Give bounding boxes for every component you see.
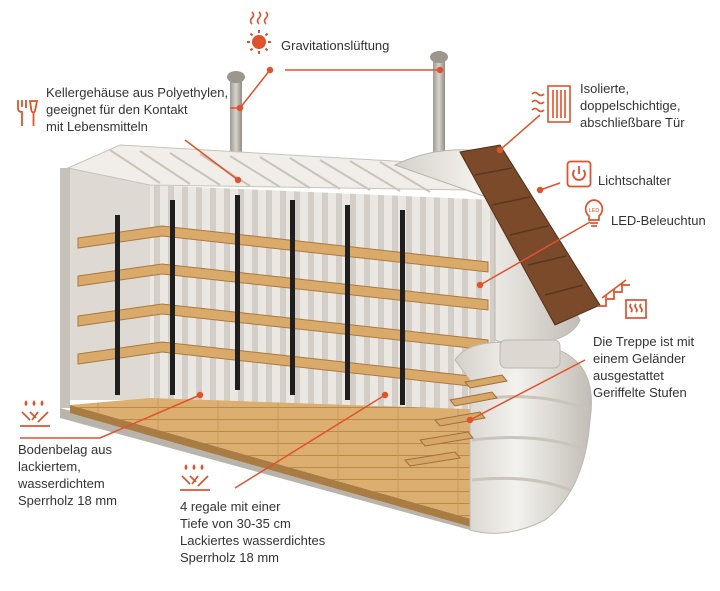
label-floor-line-3: wasserdichtem xyxy=(18,476,105,491)
sun-heat-icon xyxy=(247,11,271,54)
label-housing-line-2: geeignet für den Kontakt xyxy=(46,102,188,117)
label-door-line-2: doppelschichtige, xyxy=(580,98,681,113)
label-switch: Lichtschalter xyxy=(598,173,671,188)
door-roof xyxy=(459,144,601,326)
label-shelves-line-4: Sperrholz 18 mm xyxy=(180,550,279,565)
label-housing-line-1: Kellergehäuse aus Polyethylen, xyxy=(46,85,229,100)
svg-text:LED: LED xyxy=(589,208,600,214)
label-floor: Bodenbelag aus lackiertem, wasserdichtem… xyxy=(18,441,117,509)
label-stairs-line-4: Geriffelte Stufen xyxy=(593,385,687,400)
vent-pipe-right xyxy=(430,51,448,168)
label-shelves-line-2: Tiefe von 30-35 cm xyxy=(180,516,291,531)
staircase xyxy=(404,374,508,467)
label-stairs-line-2: einem Geländer xyxy=(593,351,686,366)
waterproof-shelf-icon xyxy=(180,464,210,491)
label-door: Isolierte, doppelschichtige, abschließba… xyxy=(580,80,685,131)
label-door-line-3: abschließbare Tür xyxy=(580,115,685,130)
leader-lines xyxy=(20,66,591,489)
led-bulb-icon: LED xyxy=(584,199,604,227)
label-ventilation: Gravitationslüftung xyxy=(281,38,390,53)
label-shelves-line-1: 4 regale mit einer xyxy=(180,499,281,514)
label-stairs: Die Treppe ist mit einem Geländer ausges… xyxy=(593,333,694,401)
label-led: LED-Beleuchtun xyxy=(611,213,706,228)
label-floor-line-2: lackiertem, xyxy=(18,459,81,474)
label-housing: Kellergehäuse aus Polyethylen, geeignet … xyxy=(46,84,228,135)
label-floor-line-1: Bodenbelag aus xyxy=(18,442,112,457)
door-hood xyxy=(393,144,601,369)
power-switch-icon xyxy=(566,160,592,188)
stairs-icon xyxy=(598,279,647,319)
label-shelves: 4 regale mit einer Tiefe von 30-35 cm La… xyxy=(180,498,325,566)
insulated-door-icon xyxy=(531,85,571,123)
label-housing-line-3: mit Lebensmitteln xyxy=(46,119,148,134)
waterproof-floor-icon xyxy=(20,400,50,427)
label-floor-line-4: Sperrholz 18 mm xyxy=(18,493,117,508)
shelves xyxy=(77,195,489,405)
label-shelves-line-3: Lackiertes wasserdichtes xyxy=(180,533,326,548)
food-safe-icon xyxy=(17,100,39,126)
entrance-tube xyxy=(454,341,592,534)
label-door-line-1: Isolierte, xyxy=(580,81,630,96)
label-stairs-line-3: ausgestattet xyxy=(593,368,664,383)
label-stairs-line-1: Die Treppe ist mit xyxy=(593,334,695,349)
